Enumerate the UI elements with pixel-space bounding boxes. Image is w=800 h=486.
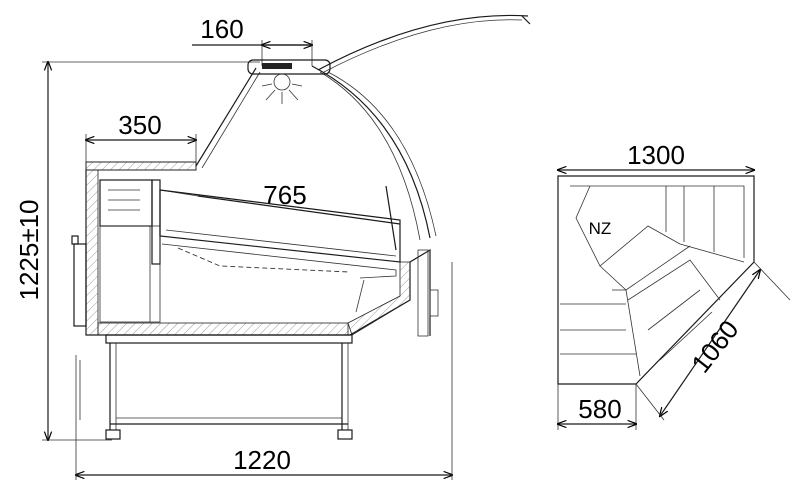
display-depth-dimension: 765 <box>159 180 401 225</box>
top-width-label: 160 <box>200 14 243 44</box>
depth-dimension: 1220 <box>76 262 452 480</box>
diagonal-dimension: 1060 <box>635 261 791 421</box>
height-label: 1225±10 <box>14 199 44 300</box>
corner-view: NZ 1300 1060 580 <box>558 140 791 430</box>
shelf-depth-label: 350 <box>118 110 161 140</box>
outer-width-dimension: 1300 <box>558 140 754 170</box>
glass-canopy <box>195 14 531 241</box>
side-view: 1225±10 1220 160 350 765 <box>14 14 531 480</box>
top-width-dimension: 160 <box>192 14 312 66</box>
lamp-icon <box>261 73 303 104</box>
height-dimension: 1225±10 <box>14 62 260 440</box>
corner-label: NZ <box>589 219 612 238</box>
outer-width-label: 1300 <box>627 140 685 170</box>
total-depth-label: 1220 <box>233 445 291 475</box>
top-shelf <box>85 161 197 171</box>
inner-width-label: 580 <box>578 394 621 424</box>
shelf-depth-dimension: 350 <box>86 110 196 162</box>
base-stand <box>79 334 353 440</box>
inner-width-dimension: 580 <box>558 384 636 430</box>
display-depth-label: 765 <box>263 180 306 210</box>
cabinet-body <box>71 169 439 337</box>
